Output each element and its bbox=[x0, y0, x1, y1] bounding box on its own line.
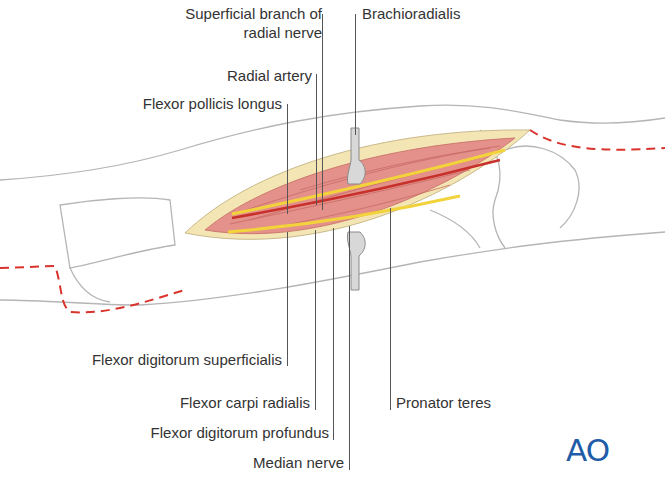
part-label: Median nerve bbox=[190, 453, 344, 472]
part-label: Flexor carpi radialis bbox=[120, 393, 310, 412]
incision-line bbox=[0, 130, 665, 312]
part-label: Radial artery bbox=[150, 66, 312, 85]
part-label: Flexor pollicis longus bbox=[100, 94, 282, 113]
part-label: Superficial branch of radial nerve bbox=[162, 4, 322, 42]
radial-artery bbox=[232, 160, 500, 218]
part-label: Brachioradialis bbox=[362, 4, 460, 23]
part-label: Flexor digitorum profundus bbox=[100, 423, 329, 442]
retractor bbox=[347, 128, 365, 290]
limb-outline bbox=[0, 105, 665, 305]
median-nerve bbox=[228, 196, 460, 232]
logo-text: AO bbox=[566, 433, 609, 467]
part-label: Flexor digitorum superficialis bbox=[60, 350, 282, 369]
superficial-radial-nerve bbox=[232, 150, 505, 214]
muscle-fibers bbox=[230, 146, 500, 230]
muscle-bed bbox=[205, 138, 515, 234]
part-label: Pronator teres bbox=[396, 393, 491, 412]
